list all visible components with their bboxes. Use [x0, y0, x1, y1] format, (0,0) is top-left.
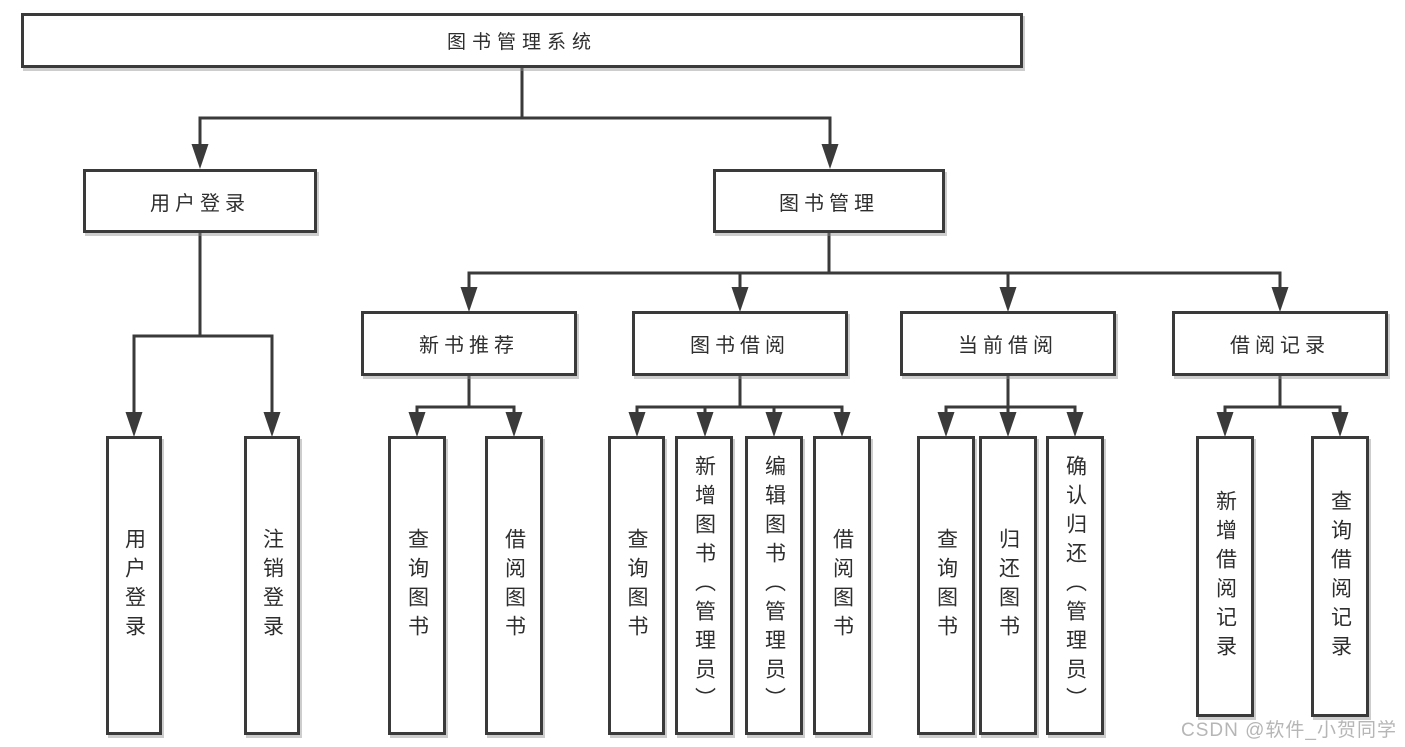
leaf-borrow-add-books-admin-label: 新增图书（管理员）	[692, 455, 716, 716]
leaf-borrow-borrow-books: 借阅图书	[813, 436, 871, 735]
leaf-user-login-label: 用户登录	[122, 527, 146, 644]
leaf-logout: 注销登录	[244, 436, 300, 735]
leaf-current-query-books-label: 查询图书	[934, 527, 958, 644]
leaf-borrow-query-books: 查询图书	[608, 436, 665, 735]
node-root-system: 图书管理系统	[21, 13, 1023, 68]
connector-borrowrecords-to-leaves	[1216, 376, 1349, 437]
leaf-current-confirm-return-admin-label: 确认归还（管理员）	[1063, 455, 1087, 716]
connector-bookborrow-to-leaves	[628, 376, 851, 437]
node-borrow-records-label: 借阅记录	[1230, 335, 1330, 357]
leaf-borrow-edit-books-admin-label: 编辑图书（管理员）	[762, 455, 786, 716]
node-current-borrow: 当前借阅	[900, 311, 1116, 376]
leaf-newbooks-borrow-books: 借阅图书	[485, 436, 543, 735]
connector-root-to-level2	[191, 68, 839, 169]
leaf-current-return-books-label: 归还图书	[996, 527, 1020, 644]
leaf-records-add-record-label: 新增借阅记录	[1213, 489, 1237, 664]
node-book-management: 图书管理	[713, 169, 945, 233]
node-new-book-recommend-label: 新书推荐	[419, 335, 519, 357]
leaf-borrow-query-books-label: 查询图书	[625, 527, 648, 644]
leaf-records-add-record: 新增借阅记录	[1196, 436, 1254, 717]
connector-currentborrow-to-leaves	[937, 376, 1084, 437]
node-current-borrow-label: 当前借阅	[958, 335, 1058, 357]
node-book-borrow-label: 图书借阅	[690, 335, 790, 357]
leaf-newbooks-query-books: 查询图书	[388, 436, 446, 735]
csdn-watermark: CSDN @软件_小贺同学	[1181, 720, 1397, 741]
leaf-user-login: 用户登录	[106, 436, 162, 735]
leaf-borrow-add-books-admin: 新增图书（管理员）	[675, 436, 733, 735]
leaf-logout-label: 注销登录	[260, 527, 284, 644]
node-root-label: 图书管理系统	[446, 32, 597, 53]
node-book-borrow: 图书借阅	[632, 311, 848, 376]
node-borrow-records: 借阅记录	[1172, 311, 1388, 376]
connector-bookmgmt-to-level3	[460, 233, 1289, 312]
leaf-records-query-record: 查询借阅记录	[1311, 436, 1369, 717]
leaf-current-return-books: 归还图书	[979, 436, 1037, 735]
node-book-management-label: 图书管理	[779, 192, 879, 215]
leaf-borrow-borrow-books-label: 借阅图书	[830, 527, 854, 644]
leaf-newbooks-query-books-label: 查询图书	[405, 527, 429, 644]
node-user-login-group: 用户登录	[83, 169, 317, 233]
leaf-newbooks-borrow-books-label: 借阅图书	[502, 527, 526, 644]
node-new-book-recommend: 新书推荐	[361, 311, 577, 376]
leaf-borrow-edit-books-admin: 编辑图书（管理员）	[745, 436, 803, 735]
connector-userlogin-to-leaves	[125, 233, 281, 437]
connector-newbooks-to-leaves	[408, 376, 523, 437]
node-user-login-group-label: 用户登录	[150, 192, 250, 215]
leaf-records-query-record-label: 查询借阅记录	[1328, 489, 1352, 664]
leaf-current-confirm-return-admin: 确认归还（管理员）	[1046, 436, 1104, 735]
leaf-current-query-books: 查询图书	[917, 436, 975, 735]
